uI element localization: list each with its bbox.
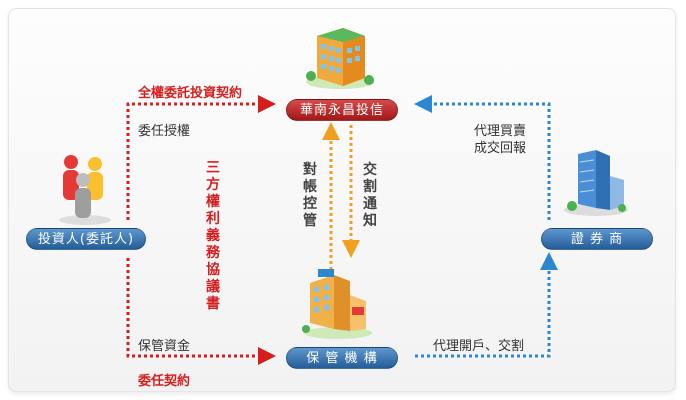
office-tower-icon	[564, 150, 628, 216]
label-agency-trading-1: 代理買賣	[474, 124, 527, 139]
node-custodian[interactable]: 保 管 機 構	[286, 347, 398, 369]
label-settlement-notice: 交割通知	[363, 162, 377, 229]
node-bank[interactable]: 華南永昌投信	[286, 99, 398, 121]
node-investor[interactable]: 投資人(委託人)	[26, 228, 146, 250]
label-authorize: 委任授權	[138, 124, 191, 139]
arrow-securities-to-bank	[414, 95, 551, 220]
label-custody-funds: 保管資金	[138, 339, 191, 354]
node-securities[interactable]: 證 券 商	[541, 228, 653, 250]
label-reconcile: 對帳控管	[303, 162, 317, 229]
arrow-investor-to-bank	[126, 95, 276, 220]
label-contract-top: 全權委託投資契約	[138, 86, 243, 101]
arrow-custodian-to-securities	[415, 252, 558, 358]
label-account-settlement: 代理開戶、交割	[433, 339, 525, 354]
people-icon	[59, 155, 111, 225]
label-delegation-contract: 委任契約	[138, 374, 191, 389]
label-agreement: 三方權利義務協議書	[206, 160, 220, 312]
arrow-investor-to-custodian	[126, 258, 276, 365]
building-bank-icon	[306, 28, 374, 89]
label-agency-trading-2: 成交回報	[474, 141, 527, 156]
shop-building-icon	[302, 269, 372, 339]
